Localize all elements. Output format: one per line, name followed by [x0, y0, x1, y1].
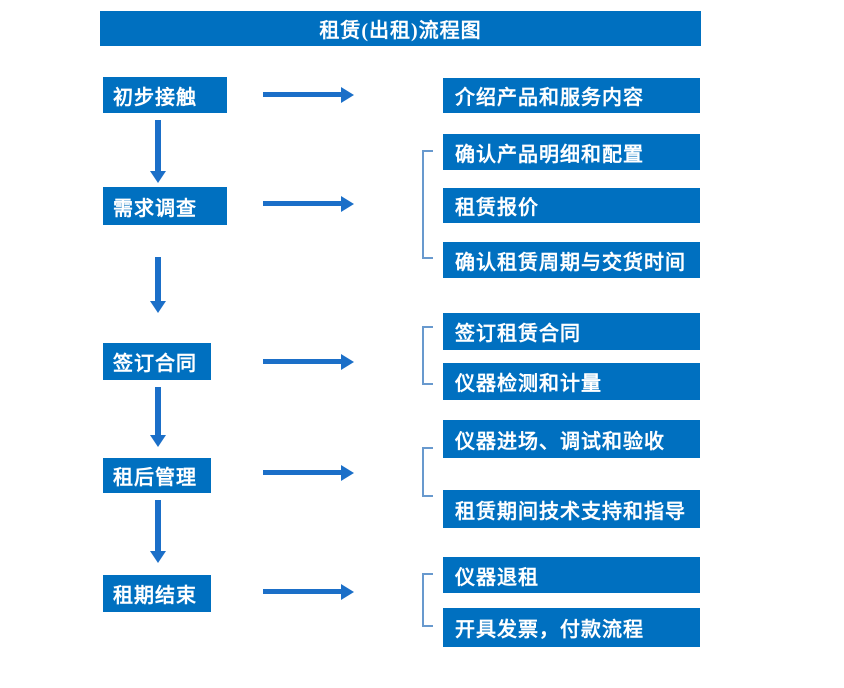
arrow-down-icon: [150, 120, 166, 183]
arrow-shaft: [155, 387, 161, 435]
bracket-connector: [422, 150, 433, 259]
arrow-head: [341, 465, 354, 481]
arrow-head: [341, 584, 354, 600]
stage-box-post-rental-management: 租后管理: [103, 458, 211, 493]
output-box-instrument-testing: 仪器检测和计量: [443, 363, 700, 400]
output-box-instrument-return: 仪器退租: [443, 557, 700, 593]
arrow-head: [150, 171, 166, 183]
output-box-introduce-products: 介绍产品和服务内容: [443, 78, 700, 113]
arrow-right-icon: [263, 465, 354, 481]
output-box-confirm-product-details: 确认产品明细和配置: [443, 134, 700, 170]
arrow-shaft: [155, 257, 161, 301]
arrow-right-icon: [263, 87, 354, 103]
stage-box-sign-contract: 签订合同: [103, 343, 211, 380]
stage-box-rental-end: 租期结束: [103, 575, 211, 612]
bracket-connector: [422, 326, 433, 385]
arrow-right-icon: [263, 584, 354, 600]
arrow-shaft: [263, 359, 341, 364]
output-box-sign-rental-contract: 签订租赁合同: [443, 313, 700, 350]
output-box-confirm-rental-period: 确认租赁周期与交货时间: [443, 242, 700, 278]
arrow-shaft: [155, 500, 161, 551]
arrow-head: [341, 87, 354, 103]
arrow-shaft: [263, 92, 341, 97]
stage-box-initial-contact: 初步接触: [103, 77, 227, 113]
arrow-head: [150, 301, 166, 313]
output-box-rental-quote: 租赁报价: [443, 188, 700, 223]
arrow-right-icon: [263, 196, 354, 212]
output-box-invoice-payment: 开具发票，付款流程: [443, 608, 700, 647]
arrow-shaft: [155, 120, 161, 171]
output-box-technical-support: 租赁期间技术支持和指导: [443, 490, 700, 528]
arrow-down-icon: [150, 500, 166, 563]
output-box-instrument-setup-acceptance: 仪器进场、调试和验收: [443, 420, 700, 458]
bracket-connector: [422, 573, 433, 627]
arrow-shaft: [263, 470, 341, 475]
arrow-head: [150, 435, 166, 447]
arrow-head: [150, 551, 166, 563]
bracket-connector: [422, 447, 433, 497]
arrow-down-icon: [150, 257, 166, 313]
arrow-shaft: [263, 589, 341, 594]
arrow-head: [341, 354, 354, 370]
arrow-right-icon: [263, 354, 354, 370]
arrow-head: [341, 196, 354, 212]
arrow-down-icon: [150, 387, 166, 447]
stage-box-demand-survey: 需求调查: [103, 187, 227, 225]
diagram-title: 租赁(出租)流程图: [100, 11, 701, 46]
arrow-shaft: [263, 201, 341, 206]
